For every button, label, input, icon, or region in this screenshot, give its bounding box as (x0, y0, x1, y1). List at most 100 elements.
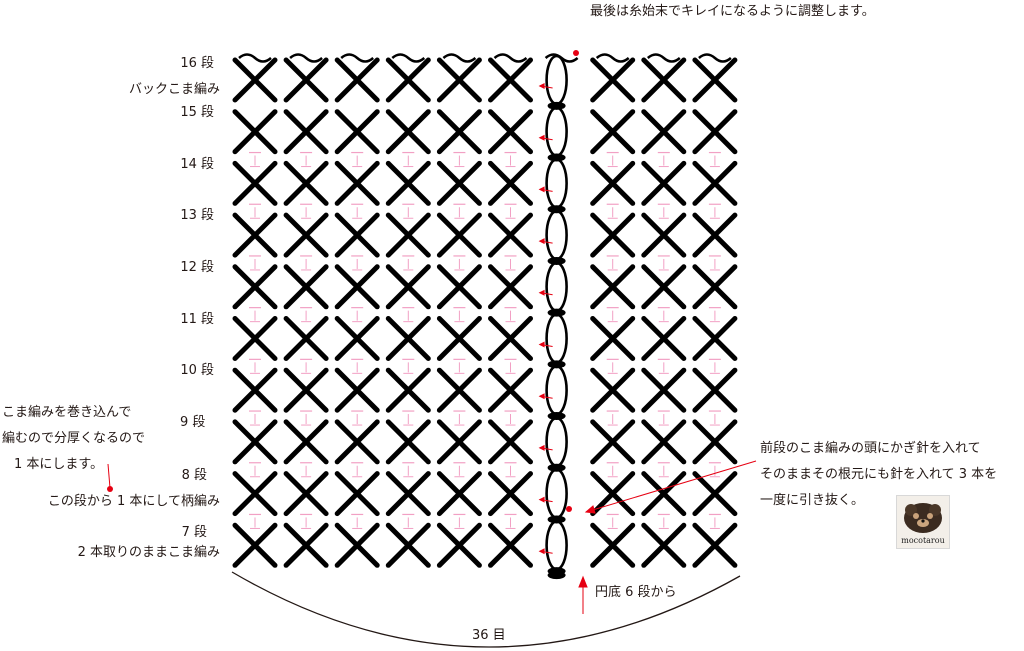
single-crochet-stitch (283, 212, 329, 258)
single-crochet-stitch (385, 316, 431, 361)
single-crochet-stitch (385, 264, 431, 310)
guide-mark (453, 410, 466, 426)
stitch-count: 36 目 (472, 628, 506, 643)
mocotarou-logo: mocotarou (896, 495, 950, 549)
single-crochet-stitch (232, 471, 278, 517)
single-crochet-stitch (385, 522, 431, 568)
single-crochet-stitch (692, 471, 738, 517)
slip-stitch-loop (545, 313, 568, 364)
row-label-8: 8 段 (181, 468, 207, 483)
red-arrow-head (538, 238, 545, 245)
guide-mark (657, 203, 670, 219)
single-crochet-stitch (436, 109, 482, 155)
guide-mark (351, 358, 364, 374)
guide-mark (402, 307, 415, 323)
guide-mark (708, 410, 721, 426)
single-crochet-stitch (641, 316, 687, 361)
single-crochet-stitch (232, 212, 278, 258)
single-crochet-stitch (641, 264, 687, 310)
guide-mark (249, 255, 261, 271)
guide-mark (453, 462, 466, 478)
guide-mark (504, 307, 517, 323)
left-note-line-1: こま編みを巻き込んで (2, 405, 132, 420)
guide-mark (300, 151, 313, 168)
guide-mark (708, 462, 721, 478)
red-arrow-head (538, 134, 545, 141)
row-label-16: 16 段 (180, 56, 214, 71)
single-crochet-stitch (232, 522, 278, 568)
single-crochet-stitch (641, 57, 687, 103)
back-stitch-mark (391, 53, 426, 63)
chain-dot (547, 256, 566, 265)
single-crochet-stitch (641, 160, 687, 206)
guide-mark (300, 307, 313, 323)
guide-mark (708, 151, 721, 168)
red-arrow-head (538, 444, 545, 451)
slip-stitch-loop (545, 416, 568, 468)
pattern-column (538, 54, 568, 580)
guide-mark (453, 307, 466, 323)
chain-dot (547, 360, 566, 369)
single-crochet-stitch (232, 419, 278, 465)
single-crochet-stitch (334, 264, 380, 310)
right-note-line-3: 一度に引き抜く。 (760, 493, 865, 508)
guide-mark (657, 410, 670, 426)
single-crochet-stitch (385, 160, 431, 206)
guide-mark (504, 203, 517, 219)
slip-stitch-loop (545, 261, 568, 313)
guide-mark (504, 358, 517, 374)
guide-mark (606, 513, 619, 529)
single-crochet-stitch (692, 419, 738, 465)
single-crochet-stitch (283, 109, 329, 155)
single-crochet-stitch (334, 212, 380, 258)
pink-guide-marks (249, 151, 721, 529)
row-label-9: 9 段 (180, 415, 206, 430)
guide-mark (300, 410, 313, 426)
row-label-15: 15 段 (180, 105, 214, 120)
single-crochet-stitch (641, 212, 687, 258)
logo-text: mocotarou (901, 536, 945, 545)
guide-mark (606, 255, 619, 271)
single-crochet-stitch (436, 471, 482, 517)
single-crochet-stitch (283, 57, 329, 103)
single-crochet-stitch (692, 264, 738, 310)
back-stitch-mark (493, 53, 528, 63)
red-arrow-head (538, 548, 545, 555)
single-crochet-stitch (283, 160, 329, 206)
slip-stitch-loop (545, 106, 568, 157)
row8-note: この段から 1 本にして柄編み (47, 494, 220, 509)
guide-mark (402, 203, 415, 219)
single-crochet-stitch (436, 212, 482, 258)
row-label-10: 10 段 (180, 363, 214, 378)
row7-note: 2 本取りのままこま編み (77, 545, 220, 560)
single-crochet-stitch (334, 109, 380, 155)
right-note-line-2: そのままその根元にも針を入れて 3 本を (760, 467, 998, 482)
guide-mark (300, 203, 313, 219)
back-stitch-mark (698, 53, 732, 63)
guide-mark (708, 307, 721, 323)
single-crochet-stitch (283, 367, 329, 413)
back-stitch-mark (646, 53, 681, 63)
single-crochet-stitch (692, 109, 738, 155)
row-label-12: 12 段 (180, 260, 214, 275)
slip-stitch-loop (545, 54, 568, 106)
single-crochet-stitch (385, 419, 431, 465)
single-crochet-stitch (436, 316, 482, 361)
single-crochet-stitch (334, 316, 380, 361)
single-crochet-stitch (385, 109, 431, 155)
single-crochet-stitch (232, 367, 278, 413)
chain-dot (547, 515, 566, 524)
guide-mark (402, 255, 415, 271)
single-crochet-stitch (436, 57, 482, 103)
red-arrow-head (538, 393, 545, 400)
single-crochet-stitch (488, 367, 533, 413)
guide-mark (606, 203, 619, 219)
single-crochet-stitch (590, 316, 636, 361)
single-crochet-stitch (641, 419, 687, 465)
guide-mark (402, 358, 415, 374)
slip-stitch-loop (545, 519, 568, 571)
single-crochet-stitch (488, 212, 533, 258)
guide-mark (402, 410, 415, 426)
single-crochet-stitch (488, 316, 533, 361)
back-stitch-mark (340, 53, 375, 63)
